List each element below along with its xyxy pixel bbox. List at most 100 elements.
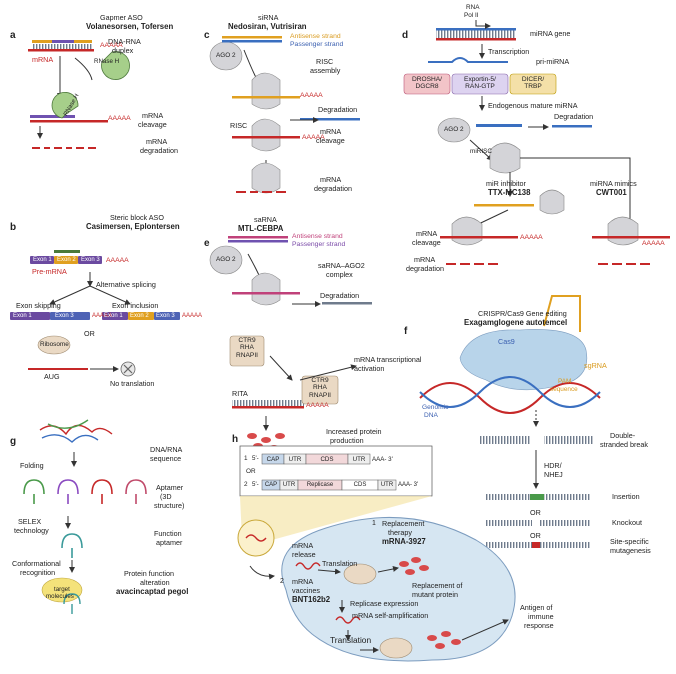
site-specific-l1: Site-specific bbox=[610, 537, 649, 546]
endogenous-mirna: Endogenous mature miRNA bbox=[488, 101, 578, 110]
risc-assembly-l2: assembly bbox=[310, 66, 341, 75]
dna-rna-duplex-l1: DNA-RNA bbox=[108, 37, 141, 46]
panel-c-title: siRNA bbox=[258, 13, 279, 22]
transcriptional-activation-l2: activation bbox=[354, 364, 385, 373]
passenger-strand-e: Passenger strand bbox=[292, 241, 346, 248]
exon-2-label: Exon 2 bbox=[57, 257, 76, 263]
antigen-l1: Antigen of bbox=[520, 603, 553, 612]
panel-e-graphics bbox=[209, 236, 372, 451]
mrna-degradation-c-l1: mRNA bbox=[320, 175, 342, 184]
panel-label-a: a bbox=[10, 30, 16, 41]
polya-e: AAAAA bbox=[306, 402, 329, 409]
dsb-l2: stranded break bbox=[600, 440, 648, 449]
aptamer-l1: Aptamer bbox=[156, 483, 184, 492]
risc-label: RISC bbox=[230, 121, 248, 130]
mrna-cleavage-a-l1: mRNA bbox=[142, 111, 164, 120]
polya-d2: AAAAA bbox=[642, 240, 665, 247]
rna-pol-l2: Pol II bbox=[464, 12, 479, 19]
panel-c-graphics bbox=[209, 36, 360, 194]
function-aptamer-l1: Function bbox=[154, 529, 182, 538]
increased-protein-l1: Increased protein bbox=[326, 427, 382, 436]
alternative-splicing: Alternative splicing bbox=[96, 280, 156, 289]
utr-3: UTR bbox=[282, 482, 296, 488]
polya-d1: AAAAA bbox=[520, 234, 543, 241]
ribosome-label: Ribosome bbox=[40, 341, 69, 348]
exon-inclusion: Exon inclusion bbox=[112, 301, 159, 310]
mrna-degradation-d-l1: mRNA bbox=[414, 255, 436, 264]
utr-4: UTR bbox=[380, 482, 394, 488]
exportin-box: Exportin-5/RAN-GTP bbox=[464, 76, 496, 91]
replicase-expression: Replicase expression bbox=[350, 599, 419, 608]
utr-1: UTR bbox=[288, 456, 302, 463]
mrna-3927: mRNA-3927 bbox=[382, 537, 426, 546]
panel-a-title: Gapmer ASO bbox=[100, 13, 143, 22]
polya-c1: AAAAA bbox=[300, 92, 323, 99]
hdr-l2: NHEJ bbox=[544, 470, 563, 479]
rnaseh-bound bbox=[51, 91, 79, 119]
mirna-mimics: miRNA mimics bbox=[590, 179, 637, 188]
replacement-mutant-l2: mutant protein bbox=[412, 590, 458, 599]
mrna-vaccines-l2: vaccines bbox=[292, 586, 320, 595]
rnase-h-label: RNase H bbox=[94, 58, 120, 65]
conformational-l2: recognition bbox=[20, 568, 56, 577]
mrna-cleavage-c-l1: mRNA bbox=[320, 127, 342, 136]
panel-a-drugs: Volanesorsen, Tofersen bbox=[86, 22, 174, 31]
replacement-num: 1 bbox=[372, 520, 376, 527]
protein-alteration-l1: Protein function bbox=[124, 569, 174, 578]
mrna-cleavage-a-l2: cleavage bbox=[138, 120, 167, 129]
avacincaptad-pegol: avacincaptad pegol bbox=[116, 587, 189, 596]
mrna-release-l2: release bbox=[292, 550, 316, 559]
exon-skipping: Exon skipping bbox=[16, 301, 61, 310]
cas9-label: Cas9 bbox=[498, 337, 515, 346]
panel-f-title: CRISPR/Cas9 Gene editing bbox=[478, 309, 567, 318]
cds-2: CDS bbox=[353, 482, 367, 488]
selex-l2: technology bbox=[14, 526, 49, 535]
pam-l2: sequence bbox=[550, 386, 578, 393]
panel-label-h: h bbox=[232, 434, 239, 445]
genomic-dna-l1: Genomic bbox=[422, 404, 449, 411]
cds-1: CDS bbox=[320, 456, 334, 463]
cas9-shape bbox=[459, 329, 588, 391]
construct-or: OR bbox=[246, 468, 256, 475]
ribosome-shape bbox=[37, 335, 71, 355]
panel-e-title: saRNA bbox=[254, 215, 277, 224]
incl-exon-1: Exon 1 bbox=[104, 313, 123, 319]
panel-c-drugs: Nedosiran, Vutrisiran bbox=[228, 22, 307, 31]
degradation-d: Degradation bbox=[554, 112, 594, 121]
or-b: OR bbox=[84, 329, 95, 338]
replacement-mutant-l1: Replacement of bbox=[412, 581, 463, 590]
ago2-label-d: AGO 2 bbox=[444, 126, 464, 133]
polya-a1: AAAAA bbox=[100, 42, 123, 49]
mir-inhibitor: miR inhibitor bbox=[486, 179, 526, 188]
rita-label: RITA bbox=[232, 389, 248, 398]
mirisc-label: miRISC bbox=[470, 148, 493, 155]
degradation-e: Degradation bbox=[320, 291, 360, 300]
replicase-segment: Replicase bbox=[306, 482, 334, 488]
mrna-release-l1: mRNA bbox=[292, 541, 314, 550]
incl-exon-2: Exon 2 bbox=[130, 313, 149, 319]
mirna-mimics-drug: CWT001 bbox=[596, 188, 627, 197]
protein-alteration-l2: alteration bbox=[140, 578, 170, 587]
dicer-box: DICER/TRBP bbox=[521, 76, 545, 91]
mrna-cleavage-d-l2: cleavage bbox=[412, 238, 441, 247]
mrna-label-a: mRNA bbox=[32, 55, 54, 64]
panel-b-graphics bbox=[10, 250, 180, 377]
or-f1: OR bbox=[530, 508, 541, 517]
five-prime-1: 5'- bbox=[252, 455, 259, 462]
dsb-l1: Double- bbox=[610, 431, 636, 440]
pam-l1: PAM bbox=[558, 378, 572, 385]
no-translation: No translation bbox=[110, 379, 155, 388]
cap-1: CAP bbox=[266, 456, 280, 463]
sarna-complex-l2: complex bbox=[326, 270, 353, 279]
panel-d-graphics bbox=[403, 20, 670, 265]
panel-label-c: c bbox=[204, 30, 210, 41]
panel-label-g: g bbox=[10, 436, 17, 447]
rna-pol-l1: RNA bbox=[466, 4, 480, 11]
sgrna-label: sgRNA bbox=[584, 361, 607, 370]
aaa-2: AAA- 3' bbox=[398, 482, 419, 488]
panel-g-graphics bbox=[23, 419, 147, 614]
replacement-therapy-l1: Replacement bbox=[382, 519, 425, 528]
mrna-degradation-d-l2: degradation bbox=[406, 264, 444, 273]
